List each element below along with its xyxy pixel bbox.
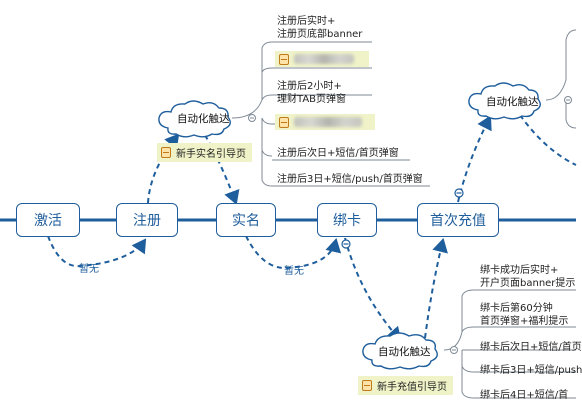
bind-note-next-day: 绑卡后次日+短信/首页 [480,341,582,354]
note-line: 绑卡后次日+短信/首页 [480,342,582,353]
doc-icon [362,380,372,391]
note-line: 理财TAB页弹窗 [277,94,347,105]
cloud-label-recharge: 自动化触达 [486,96,539,108]
note-line: 注册后3日+短信/push/首页弹窗 [277,174,423,185]
connector-verify-to-bind [245,235,342,270]
cloud-shape-bind [362,332,438,370]
note-line: 首页弹窗+福利提示 [480,316,569,327]
connector-recharge-to-cloud [457,115,492,203]
stage-bind-card[interactable]: 绑卡 [317,203,377,237]
register-tag-blurred-1 [275,51,369,67]
register-note-2h: 注册后2小时+ 理财TAB页弹窗 [277,80,346,106]
register-note-realtime: 注册后实时+ 注册页底部banner [277,15,362,41]
note-line: 开户页面banner提示 [480,278,576,289]
stage-activate[interactable]: 激活 [16,203,80,237]
note-line: 注册后次日+短信/首页弹窗 [277,148,399,159]
doc-icon [279,116,289,128]
note-line: 注册页底部banner [277,29,363,40]
edge-label-activate-register: 暂无 [79,264,99,275]
cloud-label-register: 自动化触达 [177,113,230,125]
connector-cloud-offscreen [519,114,577,166]
cloud-label-bind: 自动化触达 [378,346,431,358]
recharge-branch-lines [545,29,577,129]
connector-register-to-cloud [147,133,180,204]
connector-cloud-to-recharge [424,238,448,339]
stage-first-recharge[interactable]: 首次充值 [417,203,499,237]
bind-note-day4: 绑卡后4日+短信/首 [480,389,568,402]
bind-guide-tag[interactable]: 新手充值引导页 [358,376,453,395]
doc-icon [161,147,171,158]
doc-icon [279,53,289,65]
note-line: 注册后实时+ [277,16,336,27]
connector-cloud-to-verify [204,134,240,205]
register-guide-tag[interactable]: 新手实名引导页 [157,143,252,162]
note-line: 绑卡后3日+短信/push [480,365,582,376]
stage-verify[interactable]: 实名 [216,203,276,237]
connector-bind-to-cloud [344,237,402,342]
redacted-text [294,54,354,64]
note-line: 绑卡后第60分钟 [480,303,553,314]
tag-label: 新手充值引导页 [377,382,447,393]
note-line: 绑卡成功后实时+ [480,265,559,276]
register-tag-blurred-2 [275,114,375,130]
bind-note-realtime: 绑卡成功后实时+ 开户页面banner提示 [480,264,575,290]
edge-label-verify-bind: 暂无 [284,266,304,277]
bind-note-day3: 绑卡后3日+短信/push [480,364,582,377]
cloud-shape-recharge [468,82,541,120]
note-line: 绑卡后4日+短信/首 [480,390,569,401]
bind-note-60min: 绑卡后第60分钟 首页弹窗+福利提示 [480,302,568,328]
register-note-next-day: 注册后次日+短信/首页弹窗 [277,147,399,160]
tag-label: 新手实名引导页 [176,149,246,160]
note-line: 注册后2小时+ [277,81,342,92]
redacted-text [294,117,362,127]
bind-branch-lines [443,289,576,399]
connector-activate-to-register [47,235,147,268]
cloud-shape-register [158,100,231,138]
register-note-day3: 注册后3日+短信/push/首页弹窗 [277,173,423,186]
stage-register[interactable]: 注册 [116,203,178,237]
